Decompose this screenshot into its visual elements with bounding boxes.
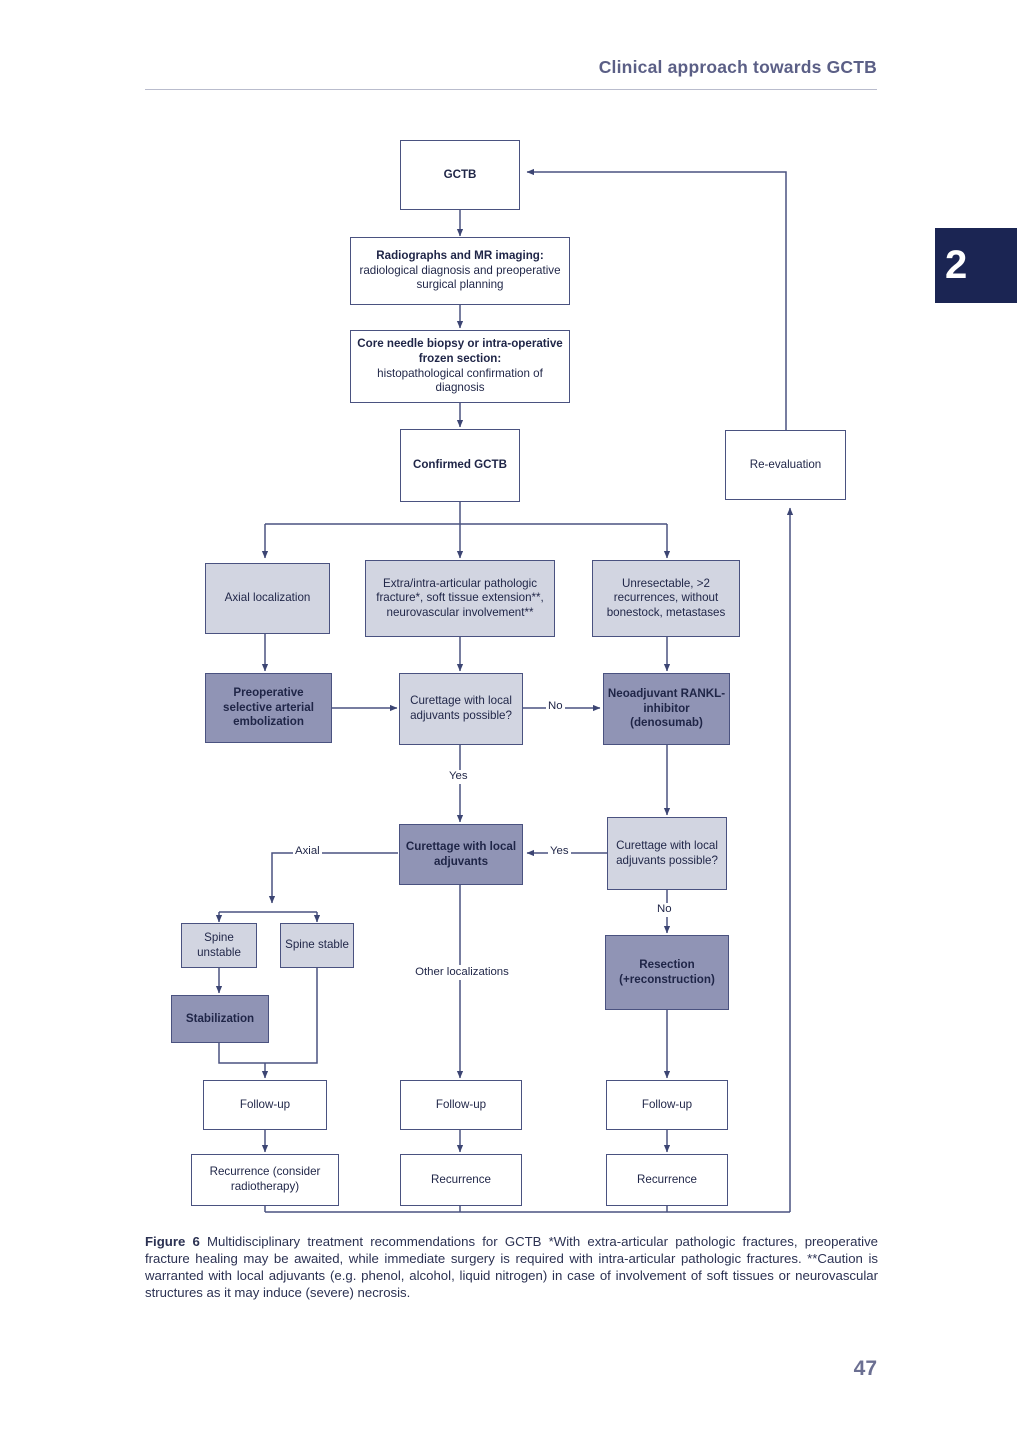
node-spine-unstable[interactable]: Spine unstable (181, 923, 257, 968)
edge-label-yes-mid: Yes (447, 770, 470, 784)
node-re-evaluation[interactable]: Re-evaluation (725, 430, 846, 500)
figure-caption-label: Figure 6 (145, 1234, 200, 1249)
node-imaging-title: Radiographs and MR imaging: (376, 249, 544, 263)
node-confirmed-gctb[interactable]: Confirmed GCTB (400, 429, 520, 502)
node-biopsy-title: Core needle biopsy or intra-operative fr… (357, 337, 563, 365)
figure-caption-text: Multidisciplinary treatment recommendati… (145, 1234, 879, 1301)
chapter-tab: 2 (935, 228, 1017, 303)
node-radiographs-mr-imaging[interactable]: Radiographs and MR imaging: radiological… (350, 237, 570, 305)
node-recurrence-mid[interactable]: Recurrence (400, 1154, 522, 1206)
node-preoperative-embolization[interactable]: Preoperative selective arterial emboliza… (205, 673, 332, 743)
node-unresectable[interactable]: Unresectable, >2 recurrences, without bo… (592, 560, 740, 637)
node-spine-stable[interactable]: Spine stable (280, 923, 354, 968)
node-followup-right[interactable]: Follow-up (606, 1080, 728, 1130)
node-neoadjuvant-denosumab[interactable]: Neoadjuvant RANKL-inhibitor (denosumab) (603, 673, 730, 745)
node-imaging-body: radiological diagnosis and preoperative … (359, 263, 561, 292)
node-extra-intra-articular[interactable]: Extra/intra-articular pathologic fractur… (365, 560, 555, 637)
node-biopsy-body: histopathological confirmation of diagno… (377, 366, 543, 395)
node-followup-mid[interactable]: Follow-up (400, 1080, 522, 1130)
node-resection[interactable]: Resection (+reconstruction) (605, 935, 729, 1010)
header-rule (145, 89, 877, 90)
node-recurrence-left[interactable]: Recurrence (consider radiotherapy) (191, 1154, 339, 1206)
edge-label-no-mid: No (546, 700, 565, 714)
node-stabilization[interactable]: Stabilization (171, 995, 269, 1043)
node-curettage-with-local-adjuvants[interactable]: Curettage with local adjuvants (399, 824, 523, 885)
node-recurrence-right[interactable]: Recurrence (606, 1154, 728, 1206)
chapter-number: 2 (945, 242, 968, 287)
figure-caption: Figure 6 Multidisciplinary treatment rec… (145, 1233, 878, 1302)
node-axial-localization[interactable]: Axial localization (205, 563, 330, 634)
page-number: 47 (853, 1357, 877, 1380)
edge-label-yes-right: Yes (548, 845, 571, 859)
edge-label-no-right: No (655, 903, 674, 917)
node-curettage-possible-right[interactable]: Curettage with local adjuvants possible? (607, 817, 727, 890)
node-curettage-possible-mid[interactable]: Curettage with local adjuvants possible? (399, 673, 523, 745)
node-followup-left[interactable]: Follow-up (203, 1080, 327, 1130)
edge-label-axial: Axial (293, 845, 322, 859)
running-head: Clinical approach towards GCTB (598, 57, 877, 77)
node-core-needle-biopsy[interactable]: Core needle biopsy or intra-operative fr… (350, 330, 570, 403)
edge-label-other-localizations: Other localizations (413, 965, 511, 980)
node-gctb[interactable]: GCTB (400, 140, 520, 210)
